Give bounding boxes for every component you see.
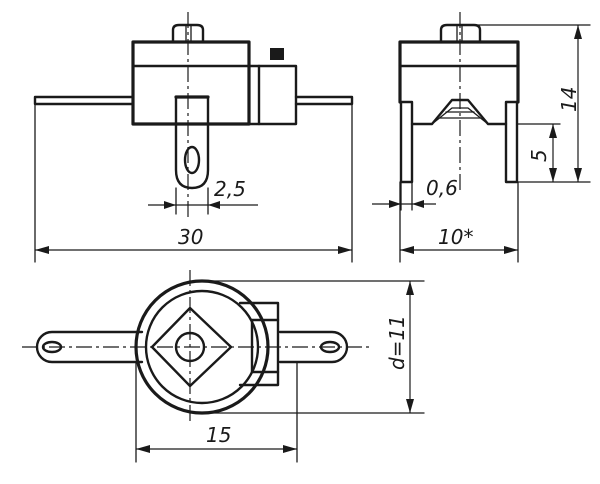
side-contact	[410, 98, 508, 126]
right-ear	[278, 330, 349, 364]
side-view: 14 5 0,6 10*	[372, 12, 591, 263]
dim-side-width: 10*	[438, 225, 473, 249]
front-body	[131, 40, 251, 126]
dim-height: 14	[557, 87, 581, 112]
button	[270, 48, 284, 60]
front-pin	[174, 95, 210, 190]
front-pin-hole	[183, 145, 201, 175]
inner-circle	[144, 289, 260, 405]
front-view: 2,5 30	[33, 12, 354, 263]
dim-pin-width: 2,5	[214, 177, 246, 201]
dim-total-length: 30	[178, 225, 203, 249]
dim-pin-height: 5	[527, 149, 551, 162]
dim-pin-thickness: 0,6	[426, 176, 458, 200]
dim-diameter: d=11	[385, 315, 409, 370]
top-view: d=11 15	[22, 270, 425, 463]
left-ear	[35, 330, 144, 364]
side-left-pin	[399, 100, 414, 184]
right-lead	[294, 95, 354, 106]
side-body	[398, 40, 520, 104]
dim-hole-spacing: 15	[206, 423, 231, 447]
contact-diamond	[150, 306, 233, 388]
cutout	[238, 301, 280, 387]
side-right-pin	[504, 100, 519, 184]
center-hole	[174, 331, 206, 363]
left-lead	[33, 95, 134, 106]
